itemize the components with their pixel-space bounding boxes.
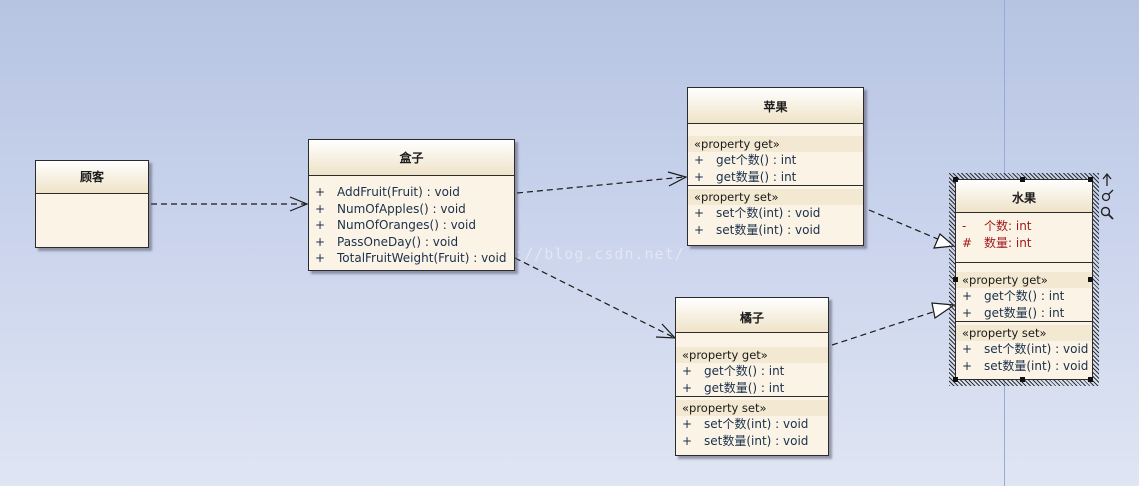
operation-row: +get个数() : int	[694, 153, 797, 167]
class-customer[interactable]: 顾客	[35, 160, 149, 248]
resize-handle-ne[interactable]	[1088, 177, 1093, 182]
class-box[interactable]: 盒子 +AddFruit(Fruit) : void +NumOfApples(…	[308, 139, 515, 271]
class-fruit-attributes: -个数: int #数量: int	[956, 213, 1092, 262]
triangle-orange-fruit	[931, 302, 956, 320]
operation-row: +get数量() : int	[682, 380, 785, 395]
stereotype-label: «property set»	[676, 400, 828, 416]
class-orange[interactable]: 橘子 «property get» +get个数() : int +get数量(…	[675, 297, 829, 456]
operation-row: +get数量() : int	[694, 169, 797, 184]
arrow-up-icon[interactable]	[1101, 173, 1113, 187]
resize-handle-e[interactable]	[1088, 277, 1093, 282]
operation-row: +NumOfApples() : void	[315, 201, 466, 216]
operation-row: +set数量(int) : void	[682, 433, 809, 448]
operation-row: +set个数(int) : void	[962, 342, 1089, 356]
class-customer-title: 顾客	[36, 161, 148, 194]
class-apple-title: 苹果	[688, 88, 863, 124]
stereotype-label: «property get»	[676, 347, 828, 363]
arrowhead-customer-box	[289, 196, 309, 212]
search-icon[interactable]	[1100, 206, 1114, 220]
class-fruit[interactable]: 水果 -个数: int #数量: int «property get» +get…	[955, 179, 1093, 380]
operation-row: +get数量() : int	[962, 305, 1065, 320]
class-orange-title: 橘子	[676, 298, 828, 333]
operation-row: +TotalFruitWeight(Fruit) : void	[315, 251, 507, 265]
class-fruit-title: 水果	[956, 180, 1092, 213]
watermark-text: http://blog.csdn.net/	[474, 245, 685, 263]
class-apple-setters: «property set» +set个数(int) : void +set数量…	[688, 185, 863, 238]
operation-row: +NumOfOranges() : void	[315, 218, 476, 232]
class-apple-getters: «property get» +get个数() : int +get数量() :…	[688, 124, 863, 185]
operation-row: +set数量(int) : void	[962, 358, 1089, 373]
class-fruit-setters: «property set» +set个数(int) : void +set数量…	[956, 321, 1092, 374]
operation-row: +set个数(int) : void	[694, 206, 821, 220]
class-box-operations: +AddFruit(Fruit) : void +NumOfApples() :…	[309, 176, 514, 267]
operation-row: +get个数() : int	[962, 289, 1065, 303]
link-icon[interactable]	[1101, 189, 1114, 202]
operation-row: +AddFruit(Fruit) : void	[315, 185, 460, 199]
resize-handle-nw[interactable]	[953, 177, 958, 182]
class-apple[interactable]: 苹果 «property get» +get个数() : int +get数量(…	[687, 87, 864, 246]
realization-orange-fruit	[831, 310, 937, 346]
operation-row: +get个数() : int	[682, 364, 785, 378]
resize-handle-sw[interactable]	[953, 377, 958, 382]
class-fruit-getters: «property get» +get个数() : int +get数量() :…	[956, 262, 1092, 321]
dependency-box-apple	[516, 176, 685, 194]
arrowhead-box-apple	[667, 171, 688, 187]
attribute-row: -个数: int	[962, 219, 1032, 233]
operation-row: +set数量(int) : void	[694, 222, 821, 237]
operation-row: +set个数(int) : void	[682, 417, 809, 431]
operation-row: +PassOneDay() : void	[315, 234, 459, 249]
stereotype-label: «property set»	[688, 189, 863, 205]
resize-handle-se[interactable]	[1088, 377, 1093, 382]
realization-apple-fruit	[868, 209, 941, 241]
resize-handle-w[interactable]	[953, 277, 958, 282]
stereotype-label: «property set»	[956, 325, 1092, 341]
class-orange-getters: «property get» +get个数() : int +get数量() :…	[676, 333, 828, 396]
arrowhead-box-orange	[655, 323, 677, 339]
class-orange-setters: «property set» +set个数(int) : void +set数量…	[676, 396, 828, 449]
class-box-title: 盒子	[309, 140, 514, 176]
stereotype-label: «property get»	[688, 136, 863, 152]
resize-handle-n[interactable]	[1020, 177, 1025, 182]
stereotype-label: «property get»	[956, 272, 1092, 288]
dependency-box-orange	[514, 257, 674, 338]
resize-handle-s[interactable]	[1020, 377, 1025, 382]
attribute-row: #数量: int	[962, 235, 1032, 250]
